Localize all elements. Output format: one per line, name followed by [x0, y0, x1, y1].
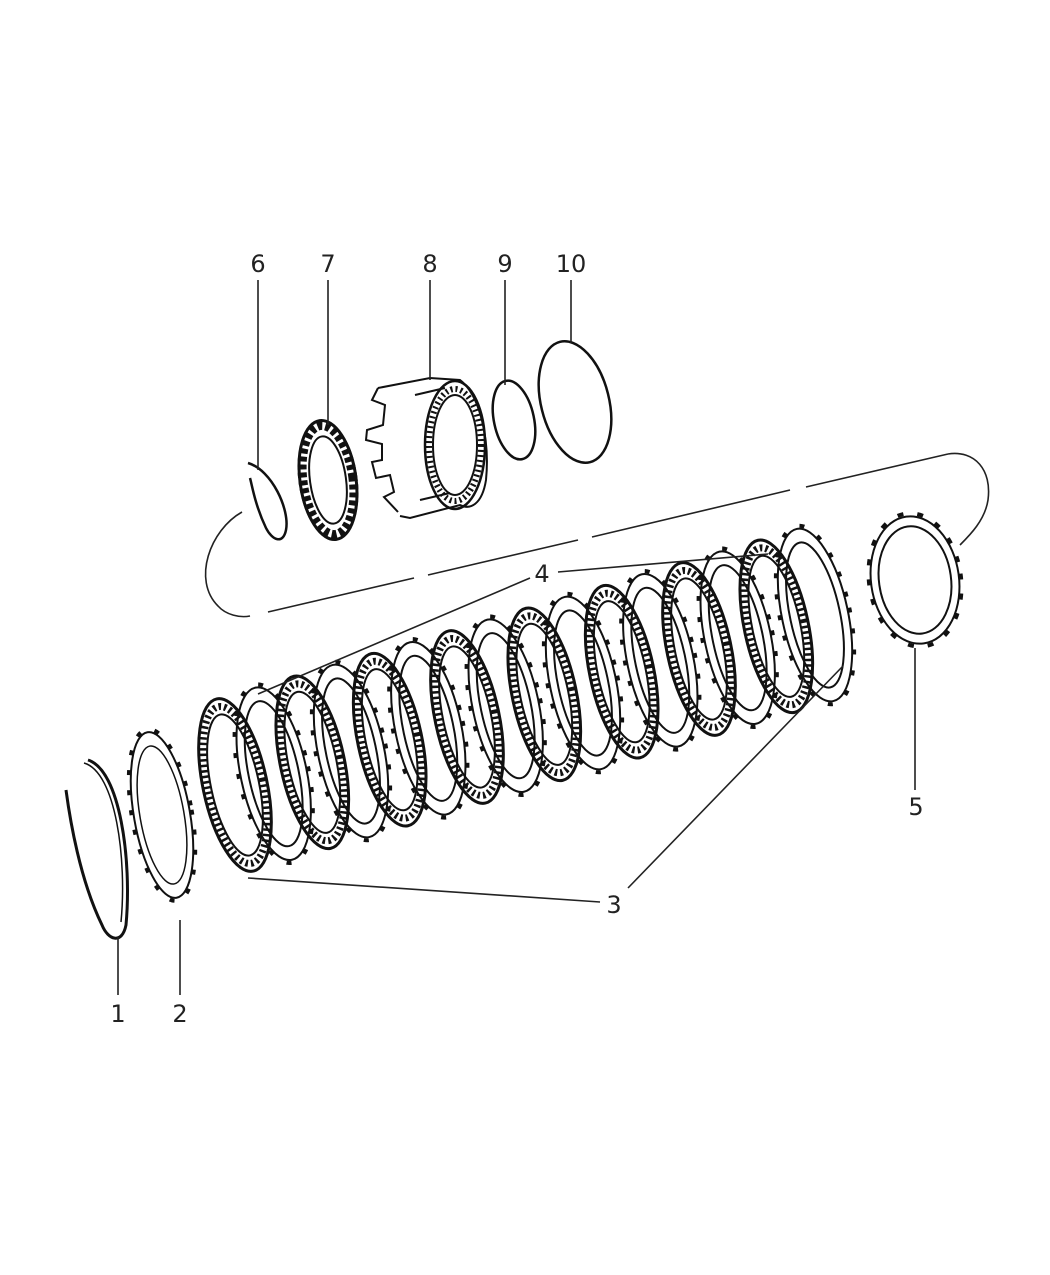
callout-labels: 1 2 3 4 5 6 7 8 9 10: [110, 250, 923, 1028]
steel-plate-part-4: [373, 630, 484, 827]
callout-6: 6: [250, 250, 265, 278]
callout-7: 7: [320, 250, 335, 278]
steel-plate-part-4: [527, 584, 639, 782]
steel-plate-part-4: [759, 516, 871, 714]
pressure-plate-part-2: [126, 727, 198, 903]
callout-3: 3: [606, 891, 621, 919]
friction-disc-part-3: [727, 534, 826, 719]
seal-ring-part-9: [491, 379, 537, 461]
clutch-hub-part-8: [364, 376, 488, 520]
callout-5: 5: [908, 793, 923, 821]
snap-ring-part-1: [64, 758, 129, 940]
assembly-bracket: [204, 452, 990, 618]
snap-ring-part-6: [247, 461, 288, 541]
steel-plate-part-4: [605, 562, 716, 759]
clutch-pack: [185, 516, 871, 878]
roller-clutch-part-7: [297, 418, 359, 542]
friction-disc-part-3: [649, 556, 748, 741]
steel-plate-part-4: [295, 652, 407, 850]
callout-10: 10: [556, 250, 587, 278]
leader-lines: [117, 280, 916, 995]
seal-ring-part-10: [537, 340, 613, 464]
friction-disc-part-3: [495, 602, 594, 787]
callout-8: 8: [422, 250, 437, 278]
callout-1: 1: [110, 1000, 125, 1028]
steel-plate-part-4: [450, 607, 561, 804]
callout-9: 9: [497, 250, 512, 278]
friction-disc-part-3: [185, 692, 284, 877]
friction-disc-part-3: [417, 624, 516, 809]
callout-4: 4: [534, 560, 549, 588]
reaction-plate-part-5: [866, 511, 964, 649]
steel-plate-part-4: [218, 675, 329, 872]
friction-disc-part-3: [572, 579, 671, 764]
callout-2: 2: [172, 1000, 187, 1028]
friction-disc-part-3: [263, 670, 362, 855]
friction-disc-part-3: [340, 647, 439, 832]
steel-plate-part-4: [682, 539, 793, 736]
